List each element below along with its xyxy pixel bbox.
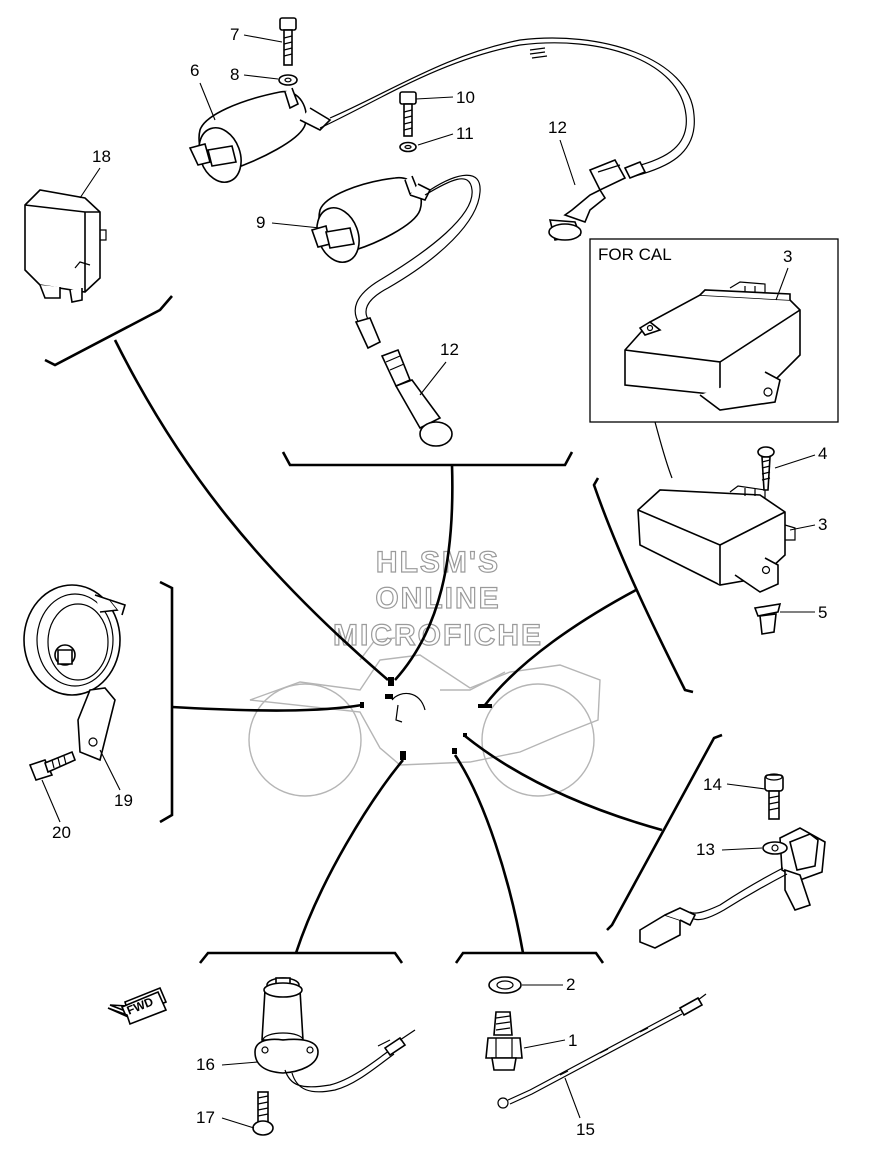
callout-7: 7	[230, 25, 239, 44]
part-16-switch	[254, 977, 416, 1093]
ignition-coil-9	[310, 174, 481, 350]
part-18-unit	[24, 189, 107, 303]
ecu-3-part	[637, 485, 796, 593]
grommet-5	[753, 603, 782, 635]
callout-10: 10	[456, 88, 475, 107]
callout-12-lower: 12	[440, 340, 459, 359]
ignition-coil-6	[188, 37, 695, 183]
callout-15: 15	[576, 1120, 595, 1139]
callout-5: 5	[818, 603, 827, 622]
callout-12-upper: 12	[548, 118, 567, 137]
bolt-17	[252, 1091, 274, 1136]
for-cal-box: FOR CAL 3	[589, 238, 839, 423]
plug-cap-12-lower	[380, 348, 453, 447]
callout-11: 11	[456, 124, 474, 143]
callout-2: 2	[566, 975, 575, 994]
callout-17: 17	[196, 1108, 215, 1127]
callout-1: 1	[568, 1031, 577, 1050]
bolt-14	[764, 773, 784, 820]
callout-16: 16	[196, 1055, 215, 1074]
callout-14: 14	[703, 775, 722, 794]
callout-20: 20	[52, 823, 71, 842]
watermark-line3: MICROFICHE	[333, 619, 543, 652]
group-brackets	[44, 295, 723, 964]
callout-6: 6	[190, 61, 199, 80]
horn-19	[23, 584, 126, 762]
callout-4: 4	[818, 444, 827, 463]
bolt-10	[399, 91, 417, 137]
callout-13: 13	[696, 840, 715, 859]
callout-9: 9	[256, 213, 265, 232]
sensor-1	[485, 1011, 523, 1071]
motorcycle-outline	[248, 637, 601, 797]
washer-11	[399, 141, 417, 153]
sensor-13	[639, 827, 826, 949]
callout-19: 19	[114, 791, 133, 810]
bolt-20	[28, 750, 77, 781]
lead-15	[497, 993, 707, 1109]
callout-3-cal: 3	[783, 247, 792, 266]
plug-cap-12-upper	[548, 158, 647, 241]
washer-2	[488, 976, 522, 994]
fwd-arrow-icon: FWD	[107, 986, 168, 1026]
washer-8	[278, 74, 298, 86]
screw-4	[757, 446, 775, 491]
watermark-line2: ONLINE	[375, 582, 500, 615]
callout-3-ecu: 3	[818, 515, 827, 534]
bolt-7	[279, 17, 297, 66]
watermark: HLSM'S ONLINE MICROFICHE	[332, 545, 543, 652]
watermark-line1: HLSM'S	[376, 546, 500, 579]
callout-8: 8	[230, 65, 239, 84]
for-cal-label: FOR CAL	[598, 245, 672, 264]
ecu-cal-part	[624, 281, 801, 411]
callout-18: 18	[92, 147, 111, 166]
